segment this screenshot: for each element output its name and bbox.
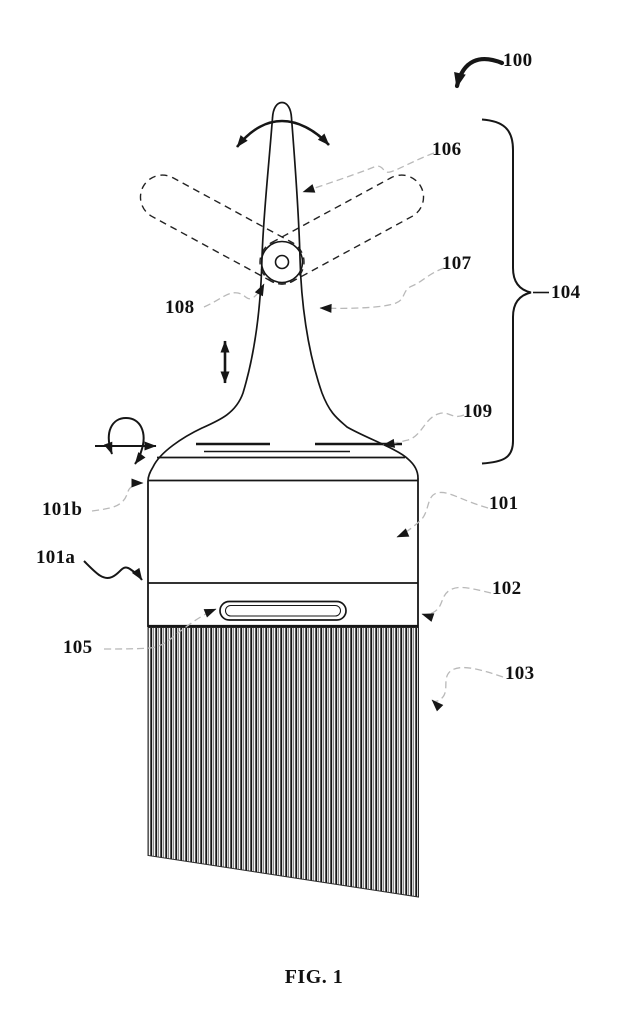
leader-105 (103, 608, 217, 650)
leader-101b (91, 478, 144, 512)
ref-label-101: 101 (489, 493, 519, 514)
ref-label-109: 109 (463, 401, 493, 422)
leader-108 (203, 283, 265, 308)
comb-teeth (147, 627, 419, 898)
brace-104 (481, 118, 549, 465)
ref-label-102: 102 (492, 578, 522, 599)
neck-collar (157, 442, 405, 459)
leader-103 (431, 666, 504, 712)
ref-100-arrow (454, 57, 505, 89)
leader-101a (83, 560, 143, 581)
ref-label-107: 107 (442, 253, 472, 274)
handle-swing-arrow (235, 119, 330, 148)
ref-label-106: 106 (432, 139, 462, 160)
ref-label-105: 105 (63, 637, 93, 658)
ref-label-103: 103 (505, 663, 535, 684)
ref-label-101a: 101a (36, 547, 76, 568)
ref-label-101b: 101b (42, 499, 83, 520)
leader-107 (319, 267, 445, 313)
comb-body (147, 478, 419, 627)
leader-106 (302, 152, 435, 193)
ref-label-108: 108 (165, 297, 195, 318)
ref-label-104: 104 (551, 282, 581, 303)
leader-109 (382, 412, 465, 448)
rotation-arrow (95, 416, 157, 465)
ref-label-100: 100 (503, 50, 533, 71)
leader-101 (396, 491, 489, 538)
leader-102 (421, 586, 492, 622)
pivoting-handle (147, 101, 419, 482)
thumb-slot (219, 600, 347, 621)
figure-caption: FIG. 1 (284, 966, 344, 988)
leader-lines (91, 152, 504, 712)
pivot-hole (274, 254, 290, 270)
